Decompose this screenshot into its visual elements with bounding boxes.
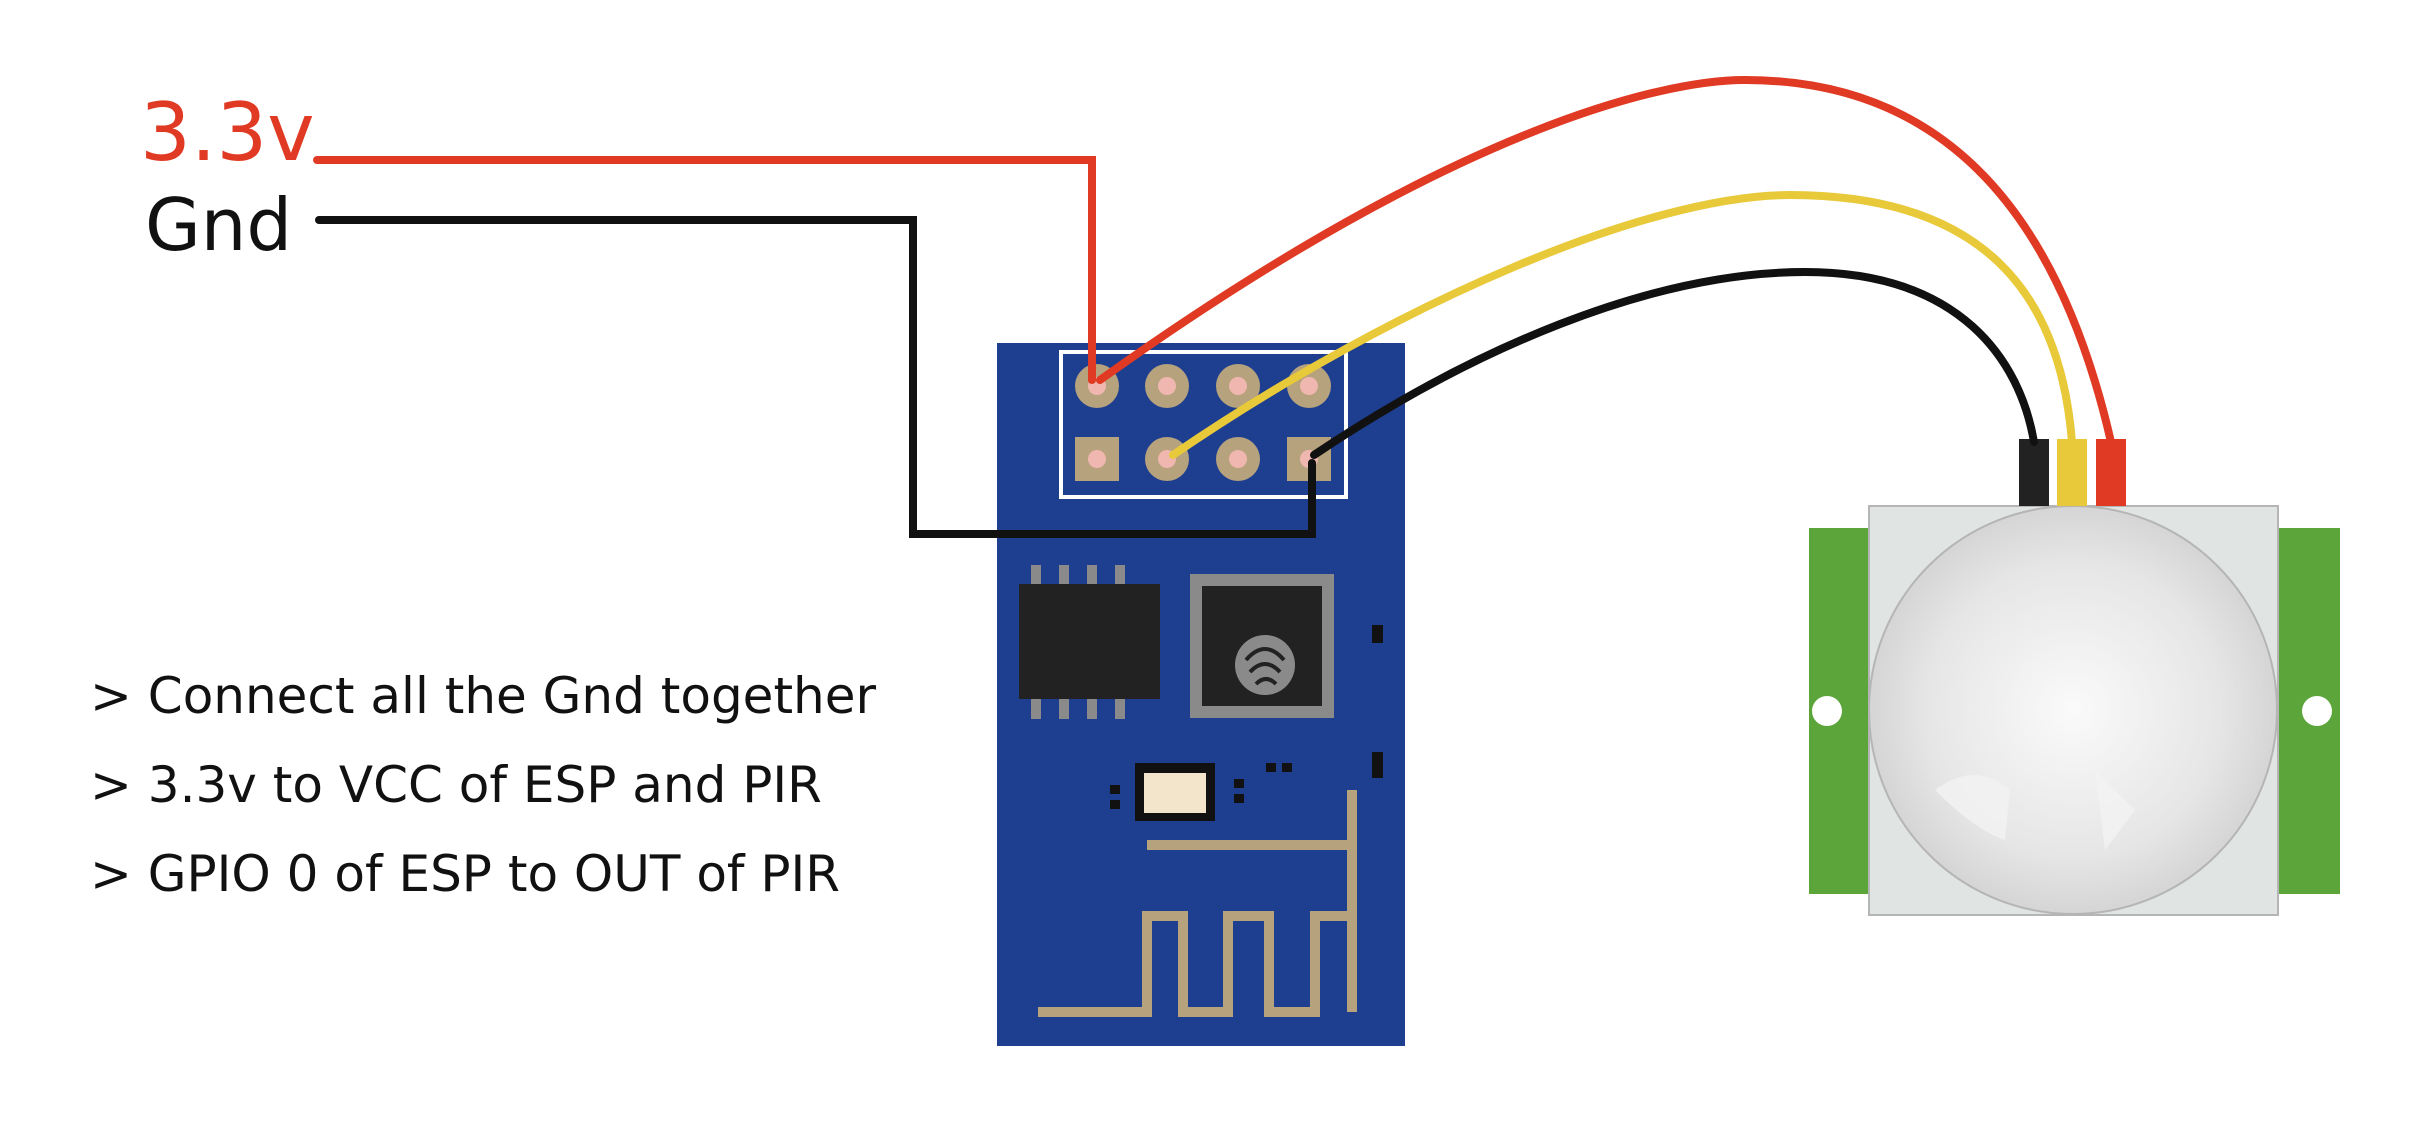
mount-hole-left — [1812, 696, 1842, 726]
pir-pin-gnd — [2019, 439, 2049, 506]
header-outline — [1059, 350, 1348, 499]
esp8266-chip — [1190, 574, 1334, 718]
note-2: > 3.3v to VCC of ESP and PIR — [90, 756, 822, 814]
pir-pin-out — [2057, 439, 2087, 506]
esp-01-module — [997, 343, 1405, 1046]
pir-dome — [1868, 505, 2278, 915]
vcc-wire-to-pir — [1096, 75, 2115, 446]
vcc-wire-to-esp — [313, 156, 1096, 384]
pir-pin-vcc — [2096, 439, 2126, 506]
mount-hole-right — [2302, 696, 2332, 726]
note-3: > GPIO 0 of ESP to OUT of PIR — [90, 845, 840, 903]
note-1: > Connect all the Gnd together — [90, 667, 877, 725]
antenna-trace — [1038, 790, 1357, 1017]
pir-motion-sensor — [1809, 439, 2340, 916]
gnd-wire-to-esp — [315, 216, 1316, 538]
gnd-label: Gnd — [145, 183, 292, 267]
wires — [313, 75, 2115, 538]
gnd-wire-to-pir — [1310, 267, 2038, 459]
vcc-label: 3.3v — [140, 86, 315, 179]
flash-chip — [1019, 565, 1160, 719]
signal-wire — [1169, 190, 2076, 459]
